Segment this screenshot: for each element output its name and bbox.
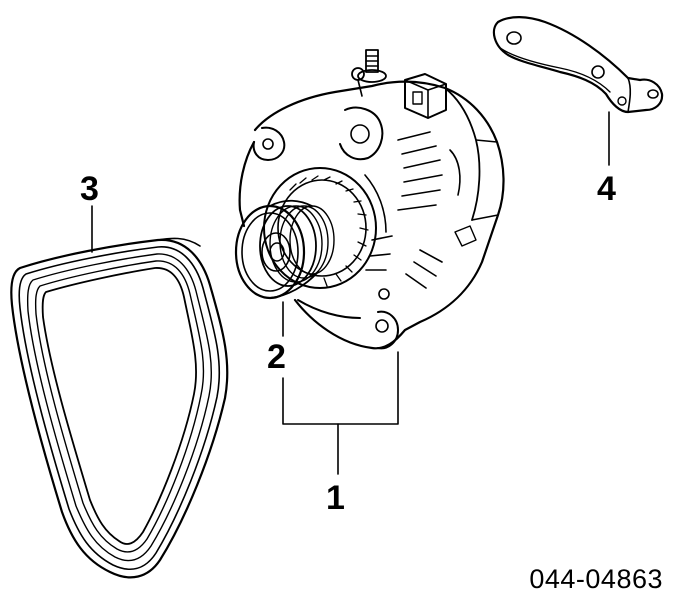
callout-part-2: 2 [267, 338, 286, 376]
callout-part-1: 1 [326, 479, 345, 517]
diagram-code: 044-04863 [529, 564, 663, 594]
alternator-drawing [234, 49, 505, 350]
pulley-drawing [234, 199, 335, 300]
drive-belt-drawing [10, 237, 229, 579]
callout-part-3: 3 [80, 170, 99, 208]
mounting-bracket-drawing [492, 16, 664, 114]
leader-bracket-1 [282, 351, 399, 475]
callout-part-4: 4 [597, 170, 616, 208]
